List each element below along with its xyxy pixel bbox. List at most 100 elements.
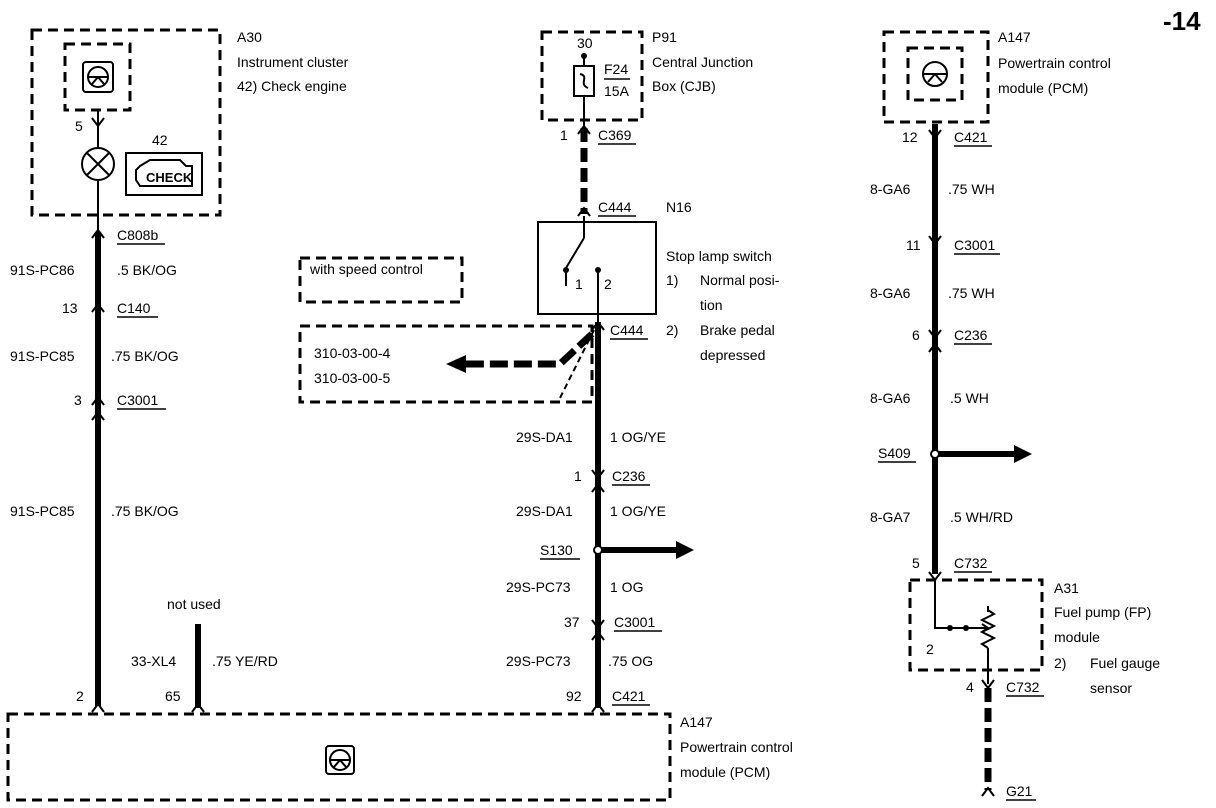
page-number: -14: [1163, 6, 1201, 36]
center-w2-code: 29S-DA1: [516, 503, 573, 519]
a147-top-name: Powertrain control: [998, 55, 1111, 71]
right-wire: 8-GA6 .75 WH 11 C3001 8-GA6 .75 WH 6 C23…: [870, 124, 1032, 582]
p91-pin1: 1: [560, 127, 568, 143]
left-c140: C140: [117, 300, 151, 316]
a30-module-icon: [82, 61, 114, 93]
a147-bottom-name2: module (PCM): [680, 764, 770, 780]
right-splice: S409: [878, 445, 911, 461]
right-w1-color: .75 WH: [948, 181, 995, 197]
a30-id: A30: [237, 29, 262, 45]
p91-id: P91: [652, 29, 677, 45]
a30-name: Instrument cluster: [237, 54, 349, 70]
check-engine-lamp-icon: [81, 147, 115, 181]
a147-top-pin: 12: [902, 129, 918, 145]
center-c3001: C3001: [614, 614, 655, 630]
center-wire: 29S-DA1 1 OG/YE 1 C236 29S-DA1 1 OG/YE S…: [506, 320, 694, 713]
left-c140-pin: 13: [62, 300, 78, 316]
n16-pos2-text2: depressed: [700, 347, 765, 363]
p91-central-junction-box: 30 F24 15A P91 Central Junction Box (CJB…: [540, 29, 753, 145]
p91-name2: Box (CJB): [652, 78, 716, 94]
a30-connector: C808b: [117, 227, 158, 243]
right-w3-code: 8-GA6: [870, 390, 911, 406]
left-pcm-pin: 2: [76, 688, 84, 704]
left-c3001-pin: 3: [74, 392, 82, 408]
a30-instrument-cluster: A30 Instrument cluster 42) Check engine …: [30, 28, 349, 232]
not-used-label: not used: [167, 596, 221, 612]
n16-id: N16: [666, 199, 692, 215]
pcm-top-icon: [922, 61, 948, 87]
n16-pin2: 2: [604, 276, 612, 292]
n16-pos1: 1): [666, 272, 678, 288]
center-w2-color: 1 OG/YE: [610, 503, 666, 519]
n16-pos1-text: Normal posi-: [700, 272, 780, 288]
a30-check-text: CHECK: [146, 170, 193, 185]
center-splice: S130: [540, 542, 573, 558]
a31-pin2: 2: [926, 641, 934, 657]
a147-pcm-top: A147 Powertrain control module (PCM) 12 …: [882, 29, 1111, 147]
left-w3-color: .75 BK/OG: [111, 503, 179, 519]
a31-fuel-pump-module: 2 A31 Fuel pump (FP) module 2) Fuel gaug…: [908, 578, 1160, 801]
p91-connector: C369: [598, 127, 632, 143]
right-c3001-pin: 11: [906, 237, 921, 253]
p91-terminal: 30: [577, 35, 593, 51]
n16-connector-top: C444: [598, 199, 632, 215]
n16-name: Stop lamp switch: [666, 248, 772, 264]
a147-pcm-bottom: A147 Powertrain control module (PCM): [6, 712, 793, 802]
right-c732: C732: [954, 555, 988, 571]
right-w4-code: 8-GA7: [870, 509, 911, 525]
right-w2-code: 8-GA6: [870, 285, 911, 301]
right-w1-code: 8-GA6: [870, 181, 911, 197]
center-c236-pin: 1: [574, 468, 582, 484]
a31-pos-text2: sensor: [1090, 680, 1132, 696]
center-w4-code: 29S-PC73: [506, 653, 571, 669]
a147-top-id: A147: [998, 29, 1031, 45]
center-w3-code: 29S-PC73: [506, 579, 571, 595]
center-w1-color: 1 OG/YE: [610, 429, 666, 445]
n16-pin1: 1: [575, 276, 583, 292]
center-c3001-pin: 37: [564, 614, 580, 630]
a31-name2: module: [1054, 629, 1100, 645]
a31-name: Fuel pump (FP): [1054, 604, 1151, 620]
center-w3-color: 1 OG: [610, 579, 643, 595]
pcm-bottom-icon: [325, 745, 355, 775]
fuel-gauge-resistor-icon: [976, 609, 997, 649]
left-w2-color: .75 BK/OG: [111, 348, 179, 364]
a31-pos-text: Fuel gauge: [1090, 655, 1160, 671]
left-w2-code: 91S-PC85: [10, 348, 75, 364]
speed-ref2: 310-03-00-5: [314, 370, 390, 386]
mid-wire-code: 33-XL4: [131, 653, 176, 669]
right-c732-pin: 5: [912, 555, 920, 571]
n16-pos2: 2): [666, 322, 678, 338]
p91-name: Central Junction: [652, 54, 753, 70]
p91-fuse: F24: [604, 61, 628, 77]
a147-bottom-id: A147: [680, 714, 713, 730]
speed-ref1: 310-03-00-4: [314, 345, 390, 361]
a147-bottom-name: Powertrain control: [680, 739, 793, 755]
mid-wire-color: .75 YE/RD: [212, 653, 278, 669]
right-c236: C236: [954, 327, 988, 343]
check-engine-symbol-icon: CHECK: [125, 152, 203, 196]
left-wire: C808b 91S-PC86 .5 BK/OG 13 C140 91S-PC85…: [10, 227, 179, 713]
a31-pin4: 4: [966, 679, 974, 695]
a31-c732: C732: [1006, 679, 1040, 695]
left-w3-code: 91S-PC85: [10, 503, 75, 519]
a31-id: A31: [1054, 580, 1079, 596]
a31-pos: 2): [1054, 655, 1066, 671]
right-w2-color: .75 WH: [948, 285, 995, 301]
right-w3-color: .5 WH: [950, 390, 989, 406]
center-c236: C236: [612, 468, 646, 484]
right-c3001: C3001: [954, 237, 995, 253]
n16-pos2-text: Brake pedal: [700, 322, 775, 338]
center-w4-color: .75 OG: [608, 653, 653, 669]
n16-stop-lamp-switch: C444 1 2 N16 Stop lamp switch 1) Normal …: [537, 199, 780, 363]
not-used-wire: not used 33-XL4 .75 YE/RD 65: [131, 596, 278, 713]
a30-pin5: 5: [75, 118, 83, 134]
n16-pos1-text2: tion: [700, 297, 723, 313]
a147-top-connector: C421: [954, 129, 988, 145]
right-c236-pin: 6: [912, 327, 920, 343]
a147-top-name2: module (PCM): [998, 80, 1088, 96]
left-c3001: C3001: [117, 392, 158, 408]
a31-ground: G21: [1006, 783, 1033, 799]
a30-note: 42) Check engine: [237, 78, 347, 94]
